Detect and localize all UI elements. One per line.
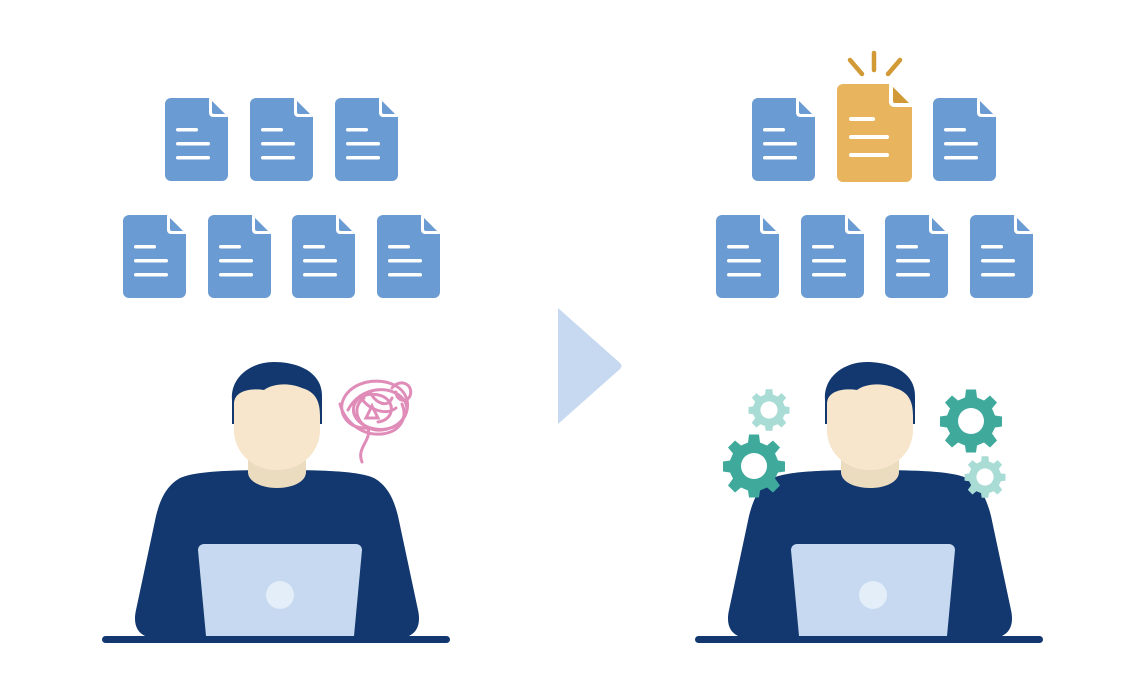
person-confused: [102, 362, 450, 643]
document-icon: [250, 98, 313, 181]
document-icon: [716, 215, 779, 298]
document-icon: [292, 215, 355, 298]
document-icon: [208, 215, 271, 298]
document-icon: [123, 215, 186, 298]
document-icon: [752, 98, 815, 181]
sparkle-icon: [847, 50, 903, 77]
gear-icon: [748, 389, 790, 431]
gear-icon: [964, 456, 1006, 498]
gear-icon: [940, 389, 1002, 453]
document-icon: [933, 98, 996, 181]
next-arrow-icon: [558, 308, 622, 424]
gear-icon: [723, 434, 785, 498]
document-icon: [377, 215, 440, 298]
document-icon: [335, 98, 398, 181]
document-icon: [885, 215, 948, 298]
after-documents: [716, 84, 1033, 298]
highlighted-document-icon: [837, 84, 912, 182]
before-documents: [123, 98, 440, 298]
document-icon: [801, 215, 864, 298]
tangled-scribble-icon: [338, 379, 413, 464]
document-icon: [165, 98, 228, 181]
document-icon: [970, 215, 1033, 298]
